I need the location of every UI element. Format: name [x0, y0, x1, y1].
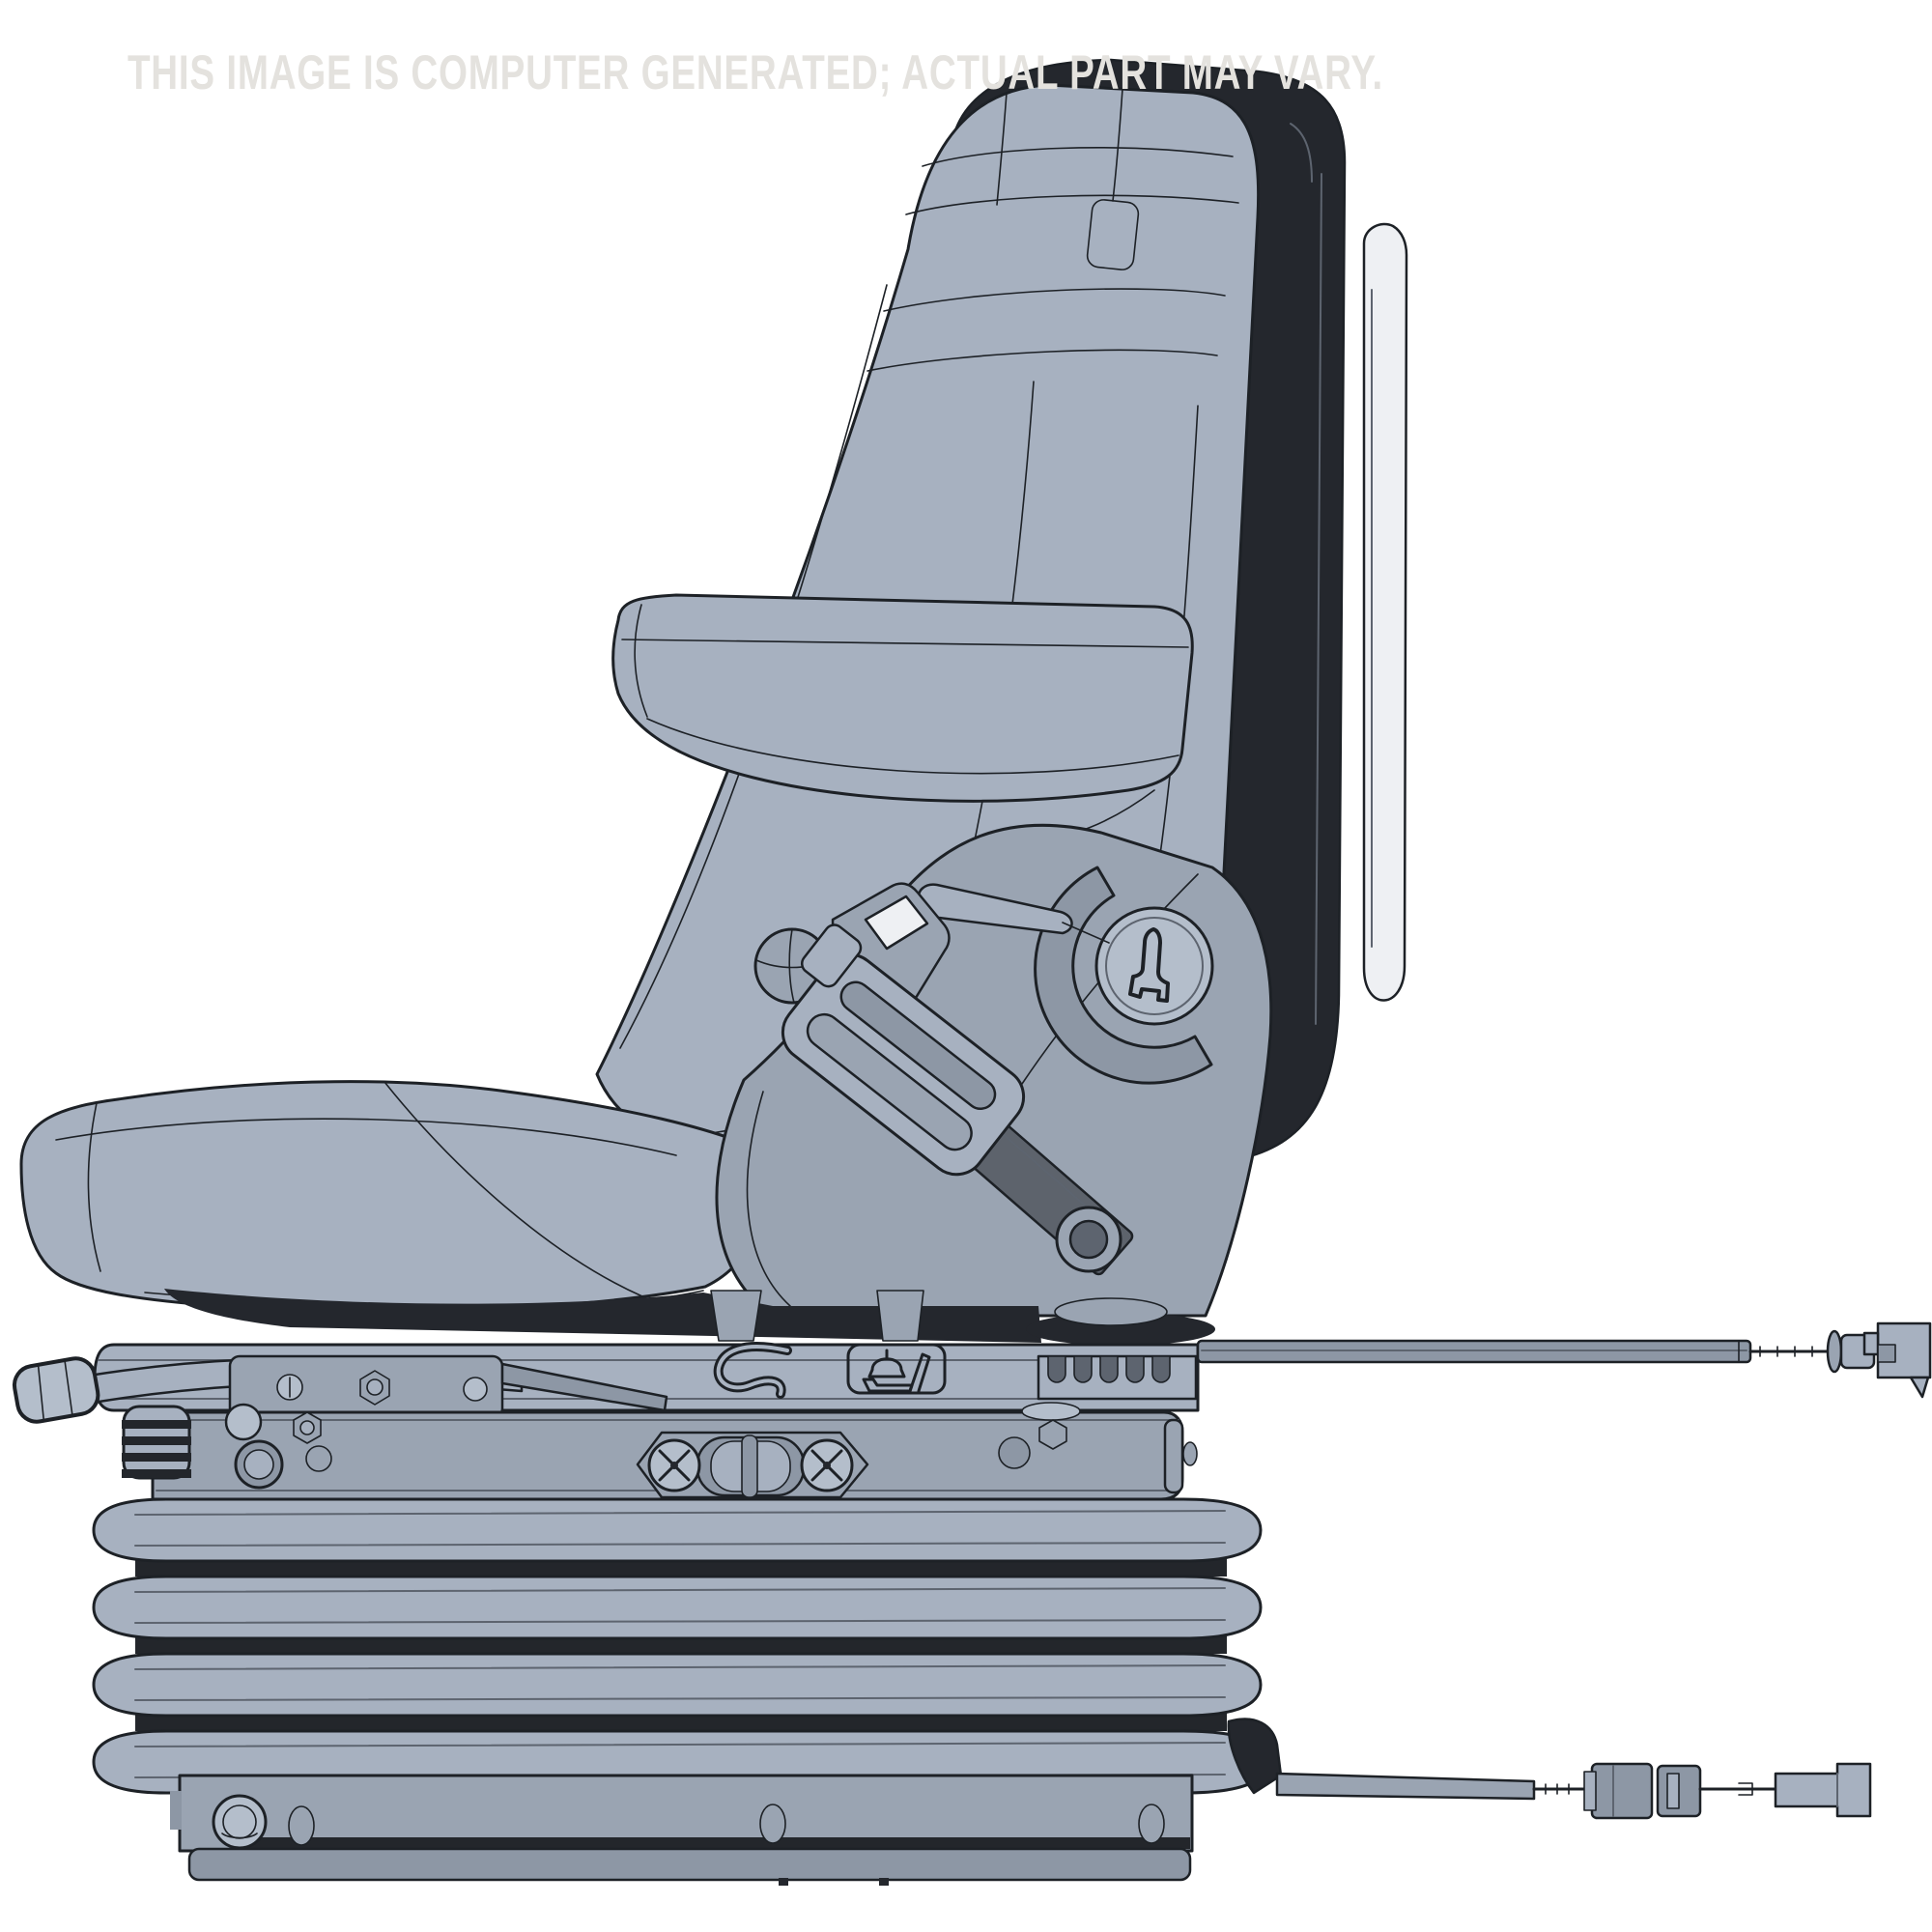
- armrest: [611, 593, 1194, 845]
- phillips-screw-right: [800, 1438, 854, 1492]
- seat-underside-shadow: [164, 1289, 1215, 1346]
- ribbed-bumper: [122, 1405, 191, 1480]
- bellows-rib-1: [92, 1497, 1263, 1563]
- suspension-badge: [846, 1343, 947, 1395]
- cable-connector: [1774, 1762, 1872, 1818]
- belt-strap-guide: [781, 923, 1026, 1177]
- lower-cable: [1227, 1718, 1872, 1820]
- bellows-rib-3: [92, 1652, 1263, 1718]
- cable-coupler-1: [1583, 1762, 1654, 1820]
- suspension-badge-seat-icon: [862, 1349, 931, 1393]
- plate-hole-large: [212, 1794, 268, 1850]
- lower-slide-rail: [122, 1402, 1198, 1501]
- plate-hole: [759, 1804, 786, 1844]
- backrest-pocket-tab: [1086, 199, 1140, 270]
- pivot-hole: [1055, 1206, 1122, 1273]
- watermark-text: THIS IMAGE IS COMPUTER GENERATED; ACTUAL…: [128, 45, 1383, 99]
- back-clip-rod: [1362, 222, 1408, 1002]
- base-plate: [170, 1774, 1194, 1886]
- rail-bracket: [228, 1354, 668, 1420]
- adjustment-rack: [1037, 1354, 1198, 1401]
- phillips-screw-left: [647, 1438, 701, 1492]
- lever-grip: [12, 1356, 100, 1424]
- cable-coupler-2: [1656, 1764, 1702, 1818]
- recline-knob: [1034, 866, 1214, 1085]
- suspension-bellows: [92, 1497, 1269, 1795]
- adjustment-rod: [1196, 1321, 1932, 1399]
- plate-hole: [288, 1805, 315, 1846]
- wire-hook: [713, 1342, 792, 1399]
- access-plate: [636, 1431, 869, 1499]
- rod-connector: [1862, 1321, 1932, 1399]
- bellows-rib-2: [92, 1575, 1263, 1640]
- swivel-cap: [1054, 1297, 1168, 1326]
- recline-knob-seat-icon: [1128, 927, 1170, 1003]
- plate-hole: [1138, 1804, 1165, 1844]
